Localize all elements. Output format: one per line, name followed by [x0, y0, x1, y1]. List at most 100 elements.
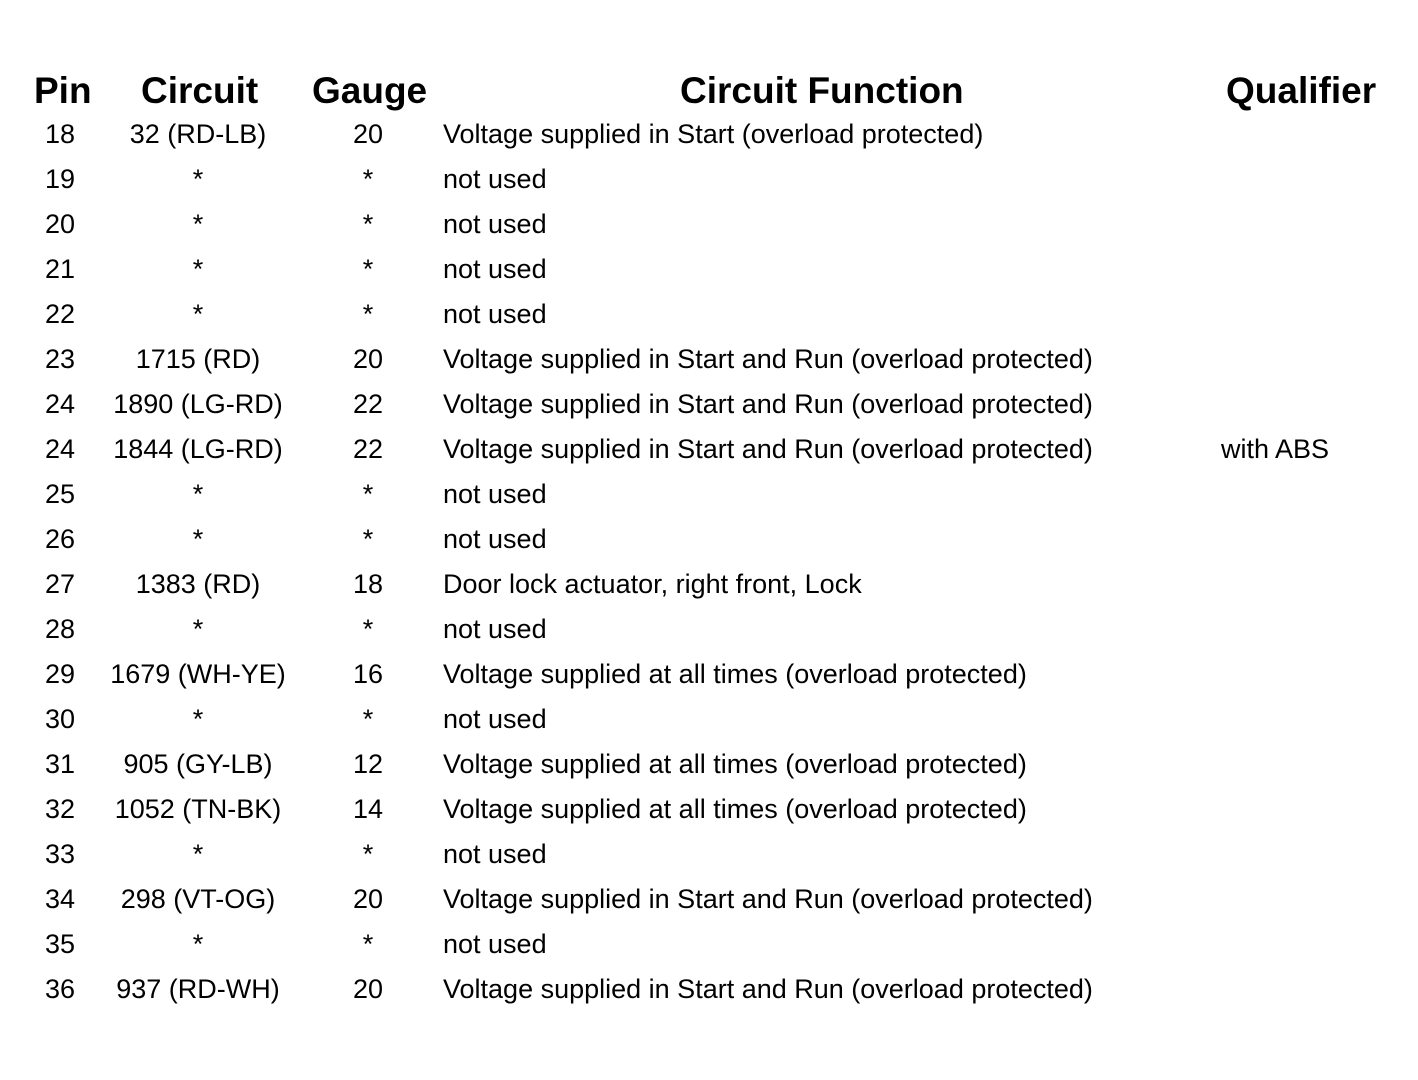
- gauge-cell: *: [362, 839, 374, 869]
- table-row: 19 * * not used: [0, 157, 1418, 202]
- circuit-cell: *: [192, 164, 204, 194]
- pin-cell: 18: [44, 119, 76, 149]
- pin-cell: 21: [44, 254, 76, 284]
- table-row: 24 1890 (LG-RD) 22 Voltage supplied in Star…: [0, 382, 1418, 427]
- table-row: 26**not used: [0, 517, 1418, 562]
- circuit-cell: 1844 (LG-RD): [113, 434, 283, 464]
- gauge-cell: 20: [352, 884, 384, 914]
- pin-cell: 23: [44, 344, 76, 374]
- gauge-cell: 20: [352, 344, 384, 374]
- pin-cell: 24: [44, 389, 76, 419]
- circuit-cell: *: [192, 524, 204, 554]
- circuit-function-cell: not used: [443, 299, 547, 329]
- table-row: 20 * * not used: [0, 202, 1418, 247]
- gauge-cell: *: [362, 299, 374, 329]
- circuit-function-cell: not used: [443, 614, 547, 644]
- circuit-cell: 1679 (WH-YE): [110, 659, 286, 689]
- circuit-function-cell: not used: [443, 254, 547, 284]
- circuit-cell: *: [192, 254, 204, 284]
- table-row: 33 * * not used: [0, 832, 1418, 877]
- circuit-function-cell: Voltage supplied at all times (overload …: [443, 794, 1027, 824]
- pin-cell: 33: [44, 839, 76, 869]
- table-row: 24 1844 (LG-RD) 22 Voltage supplied in Star…: [0, 427, 1418, 472]
- pin-cell: 26: [44, 524, 76, 554]
- header-circuit-function: Circuit Function: [680, 70, 964, 111]
- circuit-function-cell: Voltage supplied in Start and Run (overl…: [443, 974, 1093, 1004]
- circuit-function-cell: Door lock actuator, right front, Lock: [443, 569, 862, 599]
- pin-cell: 27: [44, 569, 76, 599]
- circuit-function-cell: not used: [443, 704, 547, 734]
- gauge-cell: *: [362, 704, 374, 734]
- gauge-cell: *: [362, 209, 374, 239]
- table-row: 32 1052 (TN-BK) 14 Voltage supplied at all …: [0, 787, 1418, 832]
- circuit-function-cell: Voltage supplied in Start and Run (overl…: [443, 389, 1093, 419]
- pin-cell: 28: [44, 614, 76, 644]
- pin-cell: 25: [44, 479, 76, 509]
- circuit-function-cell: not used: [443, 839, 547, 869]
- gauge-cell: 22: [352, 389, 384, 419]
- gauge-cell: *: [362, 254, 374, 284]
- pin-cell: 36: [44, 974, 76, 1004]
- circuit-function-cell: not used: [443, 479, 547, 509]
- gauge-cell: *: [362, 929, 374, 959]
- circuit-function-cell: Voltage supplied in Start and Run (overl…: [443, 434, 1093, 464]
- table-row: 27 1383 (RD) 18 Door lock actuator, right f…: [0, 562, 1418, 607]
- pin-cell: 22: [44, 299, 76, 329]
- circuit-function-cell: not used: [443, 209, 547, 239]
- table-row: 21 * * not used: [0, 247, 1418, 292]
- pin-cell: 29: [44, 659, 76, 689]
- table-row: 36 937 (RD-WH) 20 Voltage supplied in Start…: [0, 967, 1418, 1012]
- circuit-function-cell: Voltage supplied at all times (overload …: [443, 749, 1027, 779]
- circuit-function-cell: Voltage supplied in Start and Run (overl…: [443, 884, 1093, 914]
- gauge-cell: 20: [352, 974, 384, 1004]
- qualifier-cell: with ABS: [1221, 434, 1330, 464]
- table-row: 31 905 (GY-LB) 12 Voltage supplied at all t…: [0, 742, 1418, 787]
- circuit-cell: *: [192, 479, 204, 509]
- gauge-cell: 18: [352, 569, 384, 599]
- table-row: 23 1715 (RD) 20 Voltage supplied in Start a…: [0, 337, 1418, 382]
- table-row: 28**not used: [0, 607, 1418, 652]
- circuit-cell: 937 (RD-WH): [116, 974, 280, 1004]
- table-row: 30**not used: [0, 697, 1418, 742]
- header-qualifier: Qualifier: [1226, 70, 1377, 111]
- circuit-cell: 1890 (LG-RD): [113, 389, 283, 419]
- table-row: 25 * * not used: [0, 472, 1418, 517]
- circuit-cell: 1715 (RD): [135, 344, 261, 374]
- circuit-function-cell: Voltage supplied in Start and Run (overl…: [443, 344, 1093, 374]
- table-header: Pin Circuit Gauge Circuit Function Quali…: [0, 68, 1418, 114]
- table-row: 22 * * not used: [0, 292, 1418, 337]
- circuit-cell: *: [192, 839, 204, 869]
- table-row: 35 * * not used: [0, 922, 1418, 967]
- circuit-cell: 1052 (TN-BK): [114, 794, 282, 824]
- circuit-cell: 298 (VT-OG): [120, 884, 276, 914]
- pin-cell: 31: [44, 749, 76, 779]
- circuit-function-cell: not used: [443, 164, 547, 194]
- gauge-cell: *: [362, 479, 374, 509]
- circuit-cell: *: [192, 299, 204, 329]
- gauge-cell: *: [362, 614, 374, 644]
- gauge-cell: *: [362, 164, 374, 194]
- circuit-cell: 1383 (RD): [135, 569, 261, 599]
- pin-cell: 20: [44, 209, 76, 239]
- gauge-cell: 20: [352, 119, 384, 149]
- gauge-cell: 12: [352, 749, 384, 779]
- circuit-cell: 905 (GY-LB): [123, 749, 273, 779]
- header-gauge: Gauge: [312, 70, 428, 111]
- circuit-cell: *: [192, 209, 204, 239]
- gauge-cell: 22: [352, 434, 384, 464]
- pin-cell: 24: [44, 434, 76, 464]
- circuit-function-cell: Voltage supplied at all times (overload …: [443, 659, 1027, 689]
- circuit-function-cell: not used: [443, 524, 547, 554]
- pin-cell: 19: [44, 164, 76, 194]
- gauge-cell: 14: [352, 794, 384, 824]
- circuit-cell: *: [192, 929, 204, 959]
- circuit-function-cell: not used: [443, 929, 547, 959]
- circuit-cell: *: [192, 704, 204, 734]
- pin-cell: 32: [44, 794, 76, 824]
- pin-cell: 35: [44, 929, 76, 959]
